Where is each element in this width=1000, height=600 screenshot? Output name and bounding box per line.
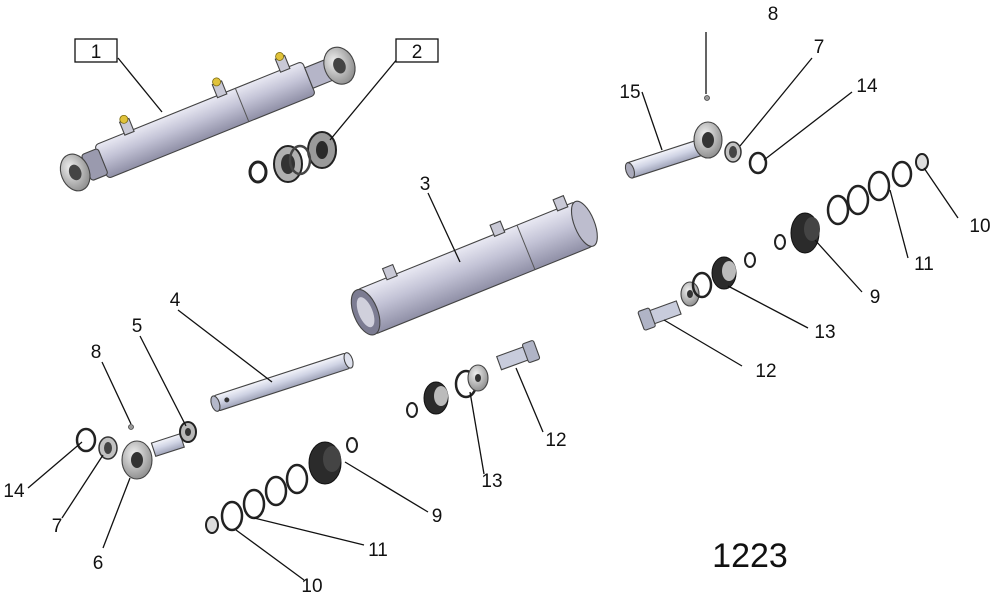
small-parts-lower-left (75, 421, 197, 480)
callout-7-lower: 7 (52, 516, 63, 537)
leader-lines (27, 32, 959, 581)
drawing-number: 1223 (712, 537, 788, 575)
cylinder-barrel-part-3 (350, 194, 598, 336)
callout-5: 5 (132, 316, 143, 337)
callout-boxes (74, 38, 439, 63)
callout-6: 6 (93, 553, 104, 574)
callout-13-upper: 13 (814, 322, 835, 343)
callout-10-lower: 10 (301, 576, 322, 597)
callout-8-lower: 8 (91, 342, 102, 363)
callout-4: 4 (170, 290, 181, 311)
callout-10-upper: 10 (969, 216, 990, 237)
seal-group-right (774, 153, 929, 254)
callout-11-upper: 11 (914, 254, 934, 275)
callout-2: 2 (412, 42, 423, 63)
callout-15: 15 (619, 82, 640, 103)
piston-rod-part-4 (210, 352, 354, 412)
callout-1: 1 (91, 42, 102, 63)
callout-14-lower: 14 (3, 481, 25, 502)
callout-7-upper: 7 (814, 37, 825, 58)
callout-12-lower: 12 (545, 430, 566, 451)
callout-8-upper: 8 (768, 4, 779, 25)
piston-group-lower (406, 340, 541, 418)
callout-9-lower: 9 (432, 506, 443, 527)
callout-12-upper: 12 (755, 361, 776, 382)
callout-9-upper: 9 (870, 287, 881, 308)
seal-kit-part-2 (248, 131, 337, 184)
seal-group-lower (205, 437, 358, 534)
rod-eye-part-15 (624, 121, 723, 179)
callout-13-lower: 13 (481, 471, 502, 492)
small-parts-upper-right (704, 95, 768, 175)
callout-11-lower: 11 (368, 540, 388, 561)
callout-14-upper: 14 (856, 76, 878, 97)
callout-3: 3 (420, 174, 431, 195)
cylinder-assembly-part-1 (59, 46, 356, 192)
callout-labels: 1 2 3 4 5 6 7 7 8 8 9 9 10 10 11 11 12 1… (3, 4, 990, 597)
piston-group-right (637, 252, 756, 331)
